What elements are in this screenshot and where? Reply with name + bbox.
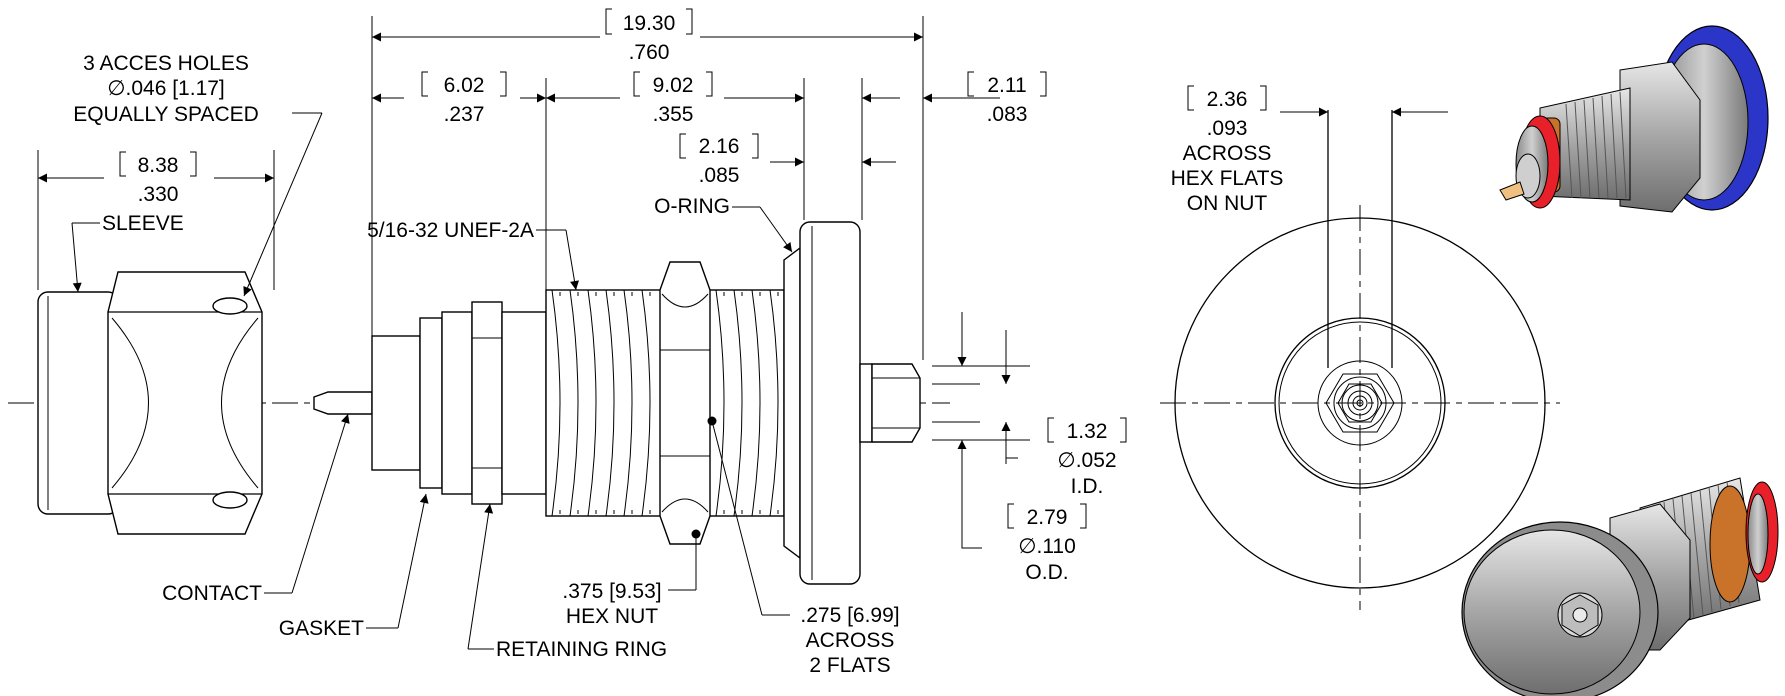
gasket-label: GASKET — [279, 617, 364, 640]
retaining-ring-label: RETAINING RING — [496, 638, 667, 661]
end-view — [1174, 110, 1546, 589]
note-sleeve: SLEEVE — [71, 212, 184, 293]
flats-line-3: 2 FLATS — [809, 654, 890, 677]
flats-line-2: ACROSS — [806, 629, 895, 652]
thread-label: 5/16-32 UNEF-2A — [367, 219, 534, 242]
dim-902-in: .355 — [653, 103, 694, 126]
hexflats-note-3: ON NUT — [1187, 192, 1268, 215]
dim-id-note: I.D. — [1071, 475, 1104, 498]
dim-902: 9.02 .355 — [546, 71, 805, 220]
holes-line-3: EQUALLY SPACED — [73, 103, 259, 126]
dim-id-od: 1.32 ∅.052 I.D. 2.79 ∅.110 O.D. — [932, 312, 1127, 584]
note-contact: CONTACT — [162, 413, 350, 605]
render-top — [1499, 25, 1769, 213]
dim-sleeve-in: .330 — [138, 183, 179, 206]
dim-602-mm: 6.02 — [444, 74, 485, 97]
dim-hexflats-mm: 2.36 — [1207, 88, 1248, 111]
dim-id-in: ∅.052 — [1057, 449, 1116, 472]
hexnut-line-2: HEX NUT — [566, 605, 658, 628]
hexflats-note-2: HEX FLATS — [1171, 167, 1284, 190]
sleeve-part — [37, 271, 263, 535]
note-retaining-ring: RETAINING RING — [467, 503, 667, 661]
note-flats: .275 [6.99] ACROSS 2 FLATS — [707, 416, 900, 677]
dim-od-in: ∅.110 — [1018, 535, 1076, 558]
dim-overall-in: .760 — [629, 41, 670, 64]
sleeve-label: SLEEVE — [102, 212, 184, 235]
dim-902-mm: 9.02 — [653, 74, 694, 97]
dim-216: 2.16 .085 — [679, 133, 896, 187]
dim-overall-mm: 19.30 — [623, 12, 676, 35]
flats-line-1: .275 [6.99] — [800, 604, 899, 627]
dim-216-mm: 2.16 — [699, 135, 740, 158]
dim-hexflats: 2.36 .093 ACROSS HEX FLATS ON NUT — [1171, 85, 1448, 215]
dim-overall: 19.30 .760 — [371, 8, 924, 380]
dim-216-in: .085 — [699, 164, 740, 187]
note-hexnut: .375 [9.53] HEX NUT — [562, 529, 701, 628]
dim-od-note: O.D. — [1025, 561, 1068, 584]
dim-sleeve-mm: 8.38 — [138, 154, 179, 177]
oring-label: O-RING — [654, 195, 730, 218]
contact-label: CONTACT — [162, 582, 262, 605]
holes-line-2: ∅.046 [1.17] — [107, 77, 225, 100]
hexnut-line-1: .375 [9.53] — [562, 580, 661, 603]
connector-body — [313, 301, 547, 505]
dim-211-mm: 2.11 — [987, 74, 1026, 97]
dim-sleeve: 8.38 .330 — [37, 150, 275, 290]
note-oring: O-RING — [654, 195, 793, 253]
note-thread: 5/16-32 UNEF-2A — [367, 219, 579, 291]
render-bottom — [1461, 477, 1779, 696]
dim-211: 2.11 .083 — [861, 71, 1047, 220]
holes-line-1: 3 ACCES HOLES — [83, 52, 249, 75]
dim-602: 6.02 .237 — [372, 71, 547, 290]
dim-id-mm: 1.32 — [1067, 420, 1108, 443]
dim-od-mm: 2.79 — [1027, 506, 1068, 529]
dim-602-in: .237 — [444, 103, 485, 126]
note-gasket: GASKET — [279, 493, 429, 640]
hex-nut — [659, 261, 711, 545]
note-holes: 3 ACCES HOLES ∅.046 [1.17] EQUALLY SPACE… — [73, 52, 323, 297]
dim-211-in: .083 — [987, 103, 1028, 126]
dim-hexflats-in: .093 — [1207, 117, 1248, 140]
hexflats-note-1: ACROSS — [1183, 142, 1272, 165]
flange — [783, 221, 921, 585]
